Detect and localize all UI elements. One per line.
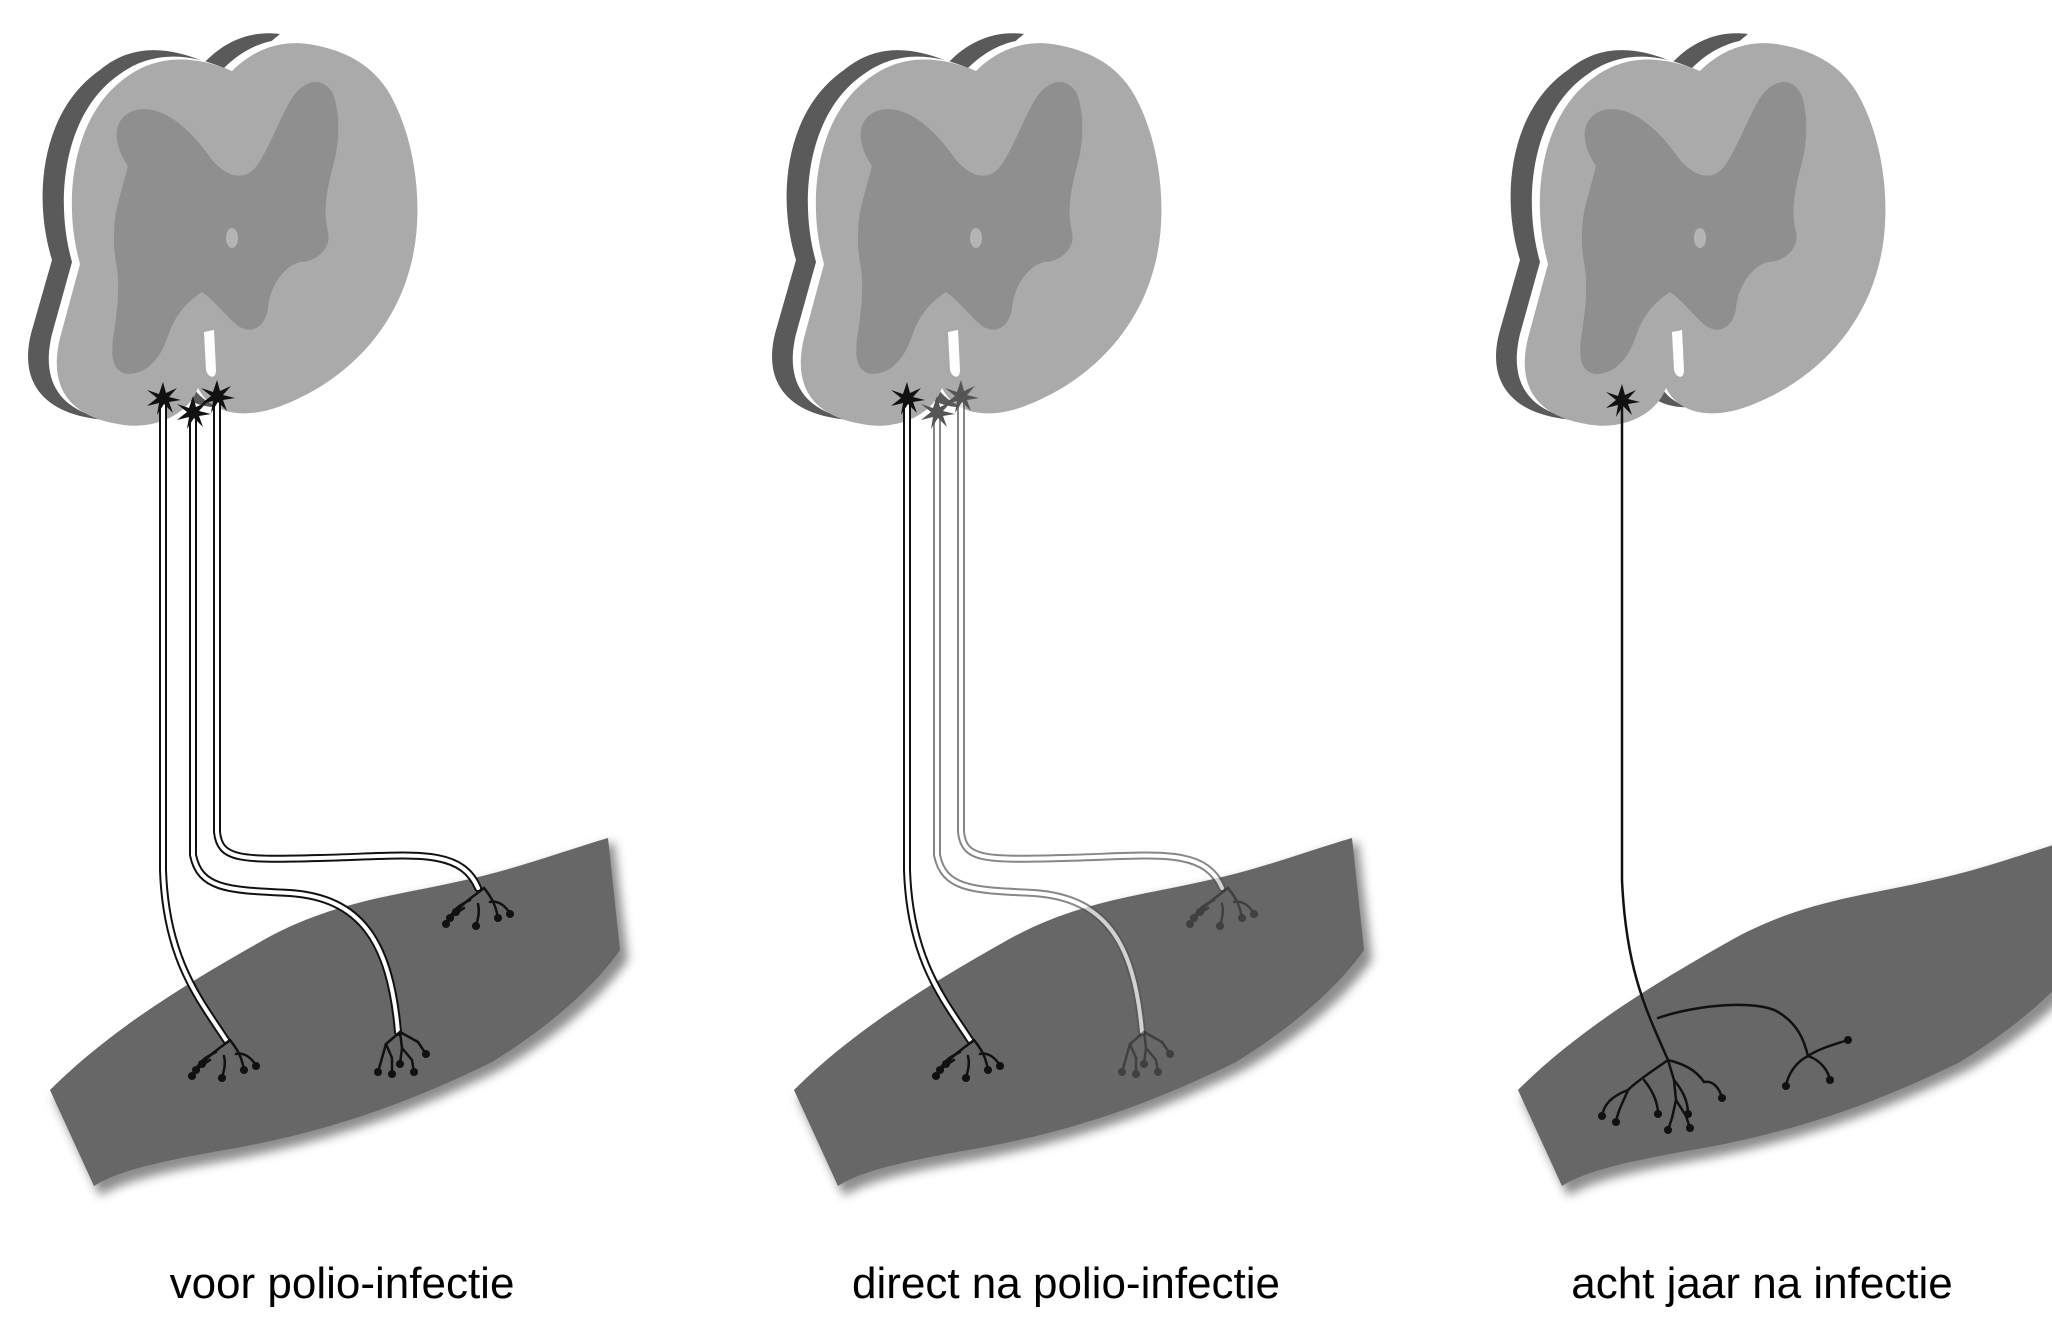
sprouted-nerve-endings xyxy=(1597,1035,1853,1135)
panel-before-infection xyxy=(28,33,628,1196)
caption-eight-years-after-infection: acht jaar na infectie xyxy=(1571,1259,1953,1308)
motor-axon-left xyxy=(159,396,230,1044)
caption-directly-after-infection: direct na polio-infectie xyxy=(851,1259,1280,1308)
spinal-cord-cross-section xyxy=(772,33,1162,426)
panel-eight-years-after-infection xyxy=(1496,33,2052,1196)
motor-axon-right-damaged xyxy=(957,390,1226,892)
motor-axon-middle xyxy=(189,406,402,1036)
motor-axon-middle-damaged xyxy=(933,406,1146,1036)
motor-axon-left xyxy=(903,396,974,1044)
muscle xyxy=(794,838,1372,1196)
caption-before-infection: voor polio-infectie xyxy=(169,1259,515,1308)
muscle xyxy=(50,838,628,1196)
motor-axon-surviving xyxy=(1620,398,1810,1062)
spinal-cord-cross-section xyxy=(28,33,418,426)
motor-axon-right xyxy=(213,390,482,892)
panel-directly-after-infection xyxy=(772,33,1372,1196)
spinal-cord-cross-section xyxy=(1496,33,1886,426)
